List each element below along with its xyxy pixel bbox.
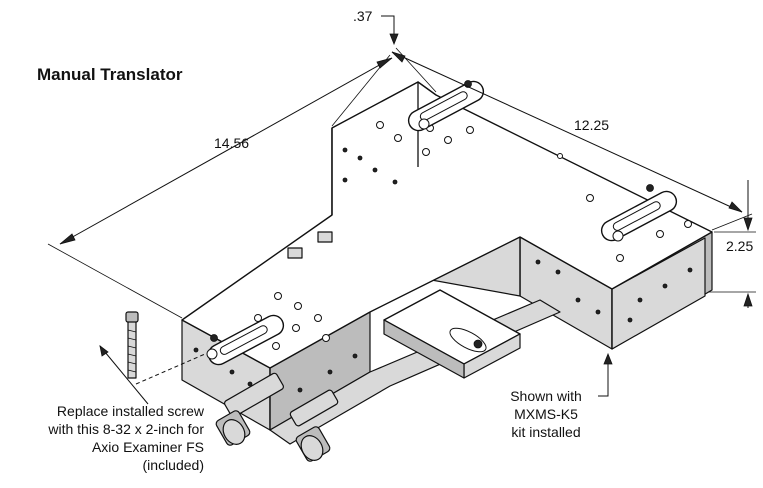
dimension-12-25: 12.25 xyxy=(391,47,753,231)
dimension-offset-label: .37 xyxy=(353,8,373,24)
side-screws xyxy=(193,147,693,393)
center-slide-plate xyxy=(383,289,521,379)
kit-callout: Shown with MXMS-K5 kit installed xyxy=(510,352,613,440)
dimension-height: 2.25 xyxy=(708,180,756,308)
dimension-length-label: 14.56 xyxy=(214,135,249,151)
clamp-arm-right xyxy=(600,184,678,242)
dimension-offset: .37 xyxy=(353,8,399,46)
kit-note-line-3: kit installed xyxy=(511,424,580,440)
screw-note-line-3: Axio Examiner FS xyxy=(92,439,204,455)
screw-note-line-1: Replace installed screw xyxy=(57,403,205,419)
screw-callout: Replace installed screw with this 8-32 x… xyxy=(47,345,205,473)
screw-note-line-4: (included) xyxy=(143,457,204,473)
kit-note-line-2: MXMS-K5 xyxy=(514,406,578,422)
kit-note-line-1: Shown with xyxy=(510,388,582,404)
clamp-arm-left xyxy=(206,314,285,366)
long-screw xyxy=(125,311,206,385)
dimension-width-label: 12.25 xyxy=(574,117,609,133)
translator-stage xyxy=(181,80,713,462)
dimension-height-label: 2.25 xyxy=(726,238,753,254)
dimension-14-56: 14.56 xyxy=(47,54,393,319)
micrometer-knob-1 xyxy=(215,372,284,446)
diagram-title: Manual Translator xyxy=(37,65,183,84)
micrometer-knob-2 xyxy=(289,389,339,462)
screw-note-line-2: with this 8-32 x 2-inch for xyxy=(47,421,204,437)
